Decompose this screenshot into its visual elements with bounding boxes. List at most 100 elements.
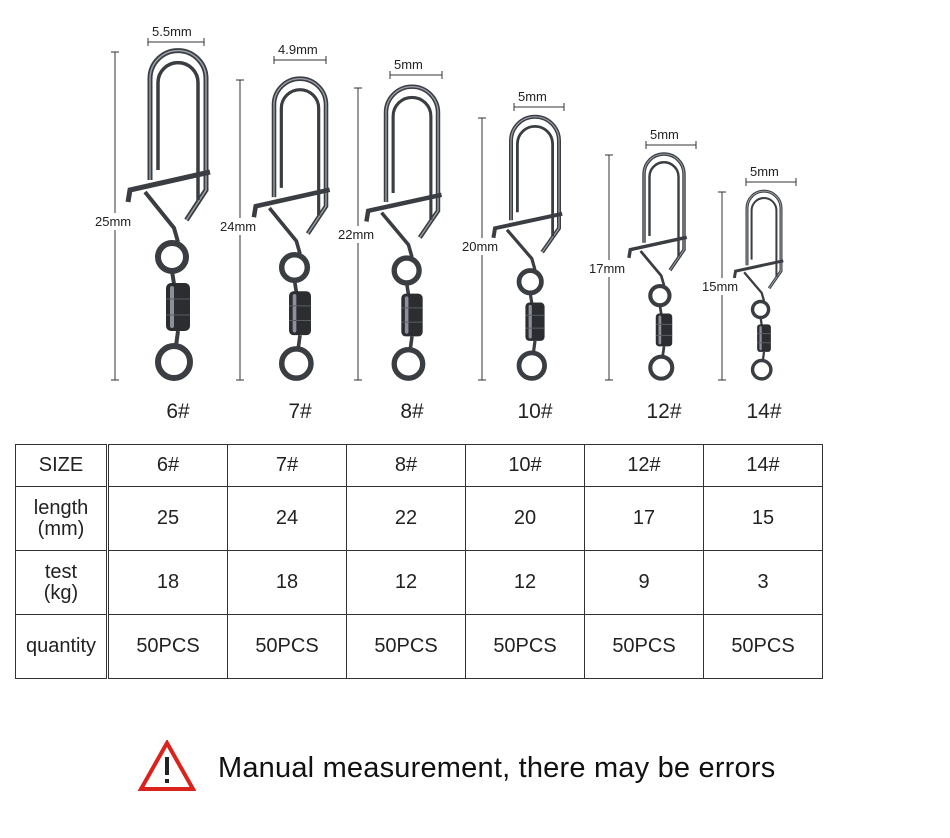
snap-clasp <box>491 211 563 239</box>
swivel-barrel <box>757 324 771 352</box>
width-dimension-label: 5mm <box>394 57 423 72</box>
cell-size: 12# <box>584 444 704 487</box>
lower-ring <box>648 354 675 381</box>
upper-ring <box>750 299 771 320</box>
snap-inner-wire <box>515 124 555 237</box>
snap-stem <box>743 271 766 302</box>
table-row-test: test (kg) 18 18 12 12 9 3 <box>15 550 823 615</box>
cell-length: 24 <box>227 486 347 551</box>
table-row-length: length (mm) 25 24 22 20 17 15 <box>15 486 823 551</box>
size-label: 12# <box>646 400 682 423</box>
snap-wire-highlight <box>273 78 327 235</box>
swivel-barrel-highlight <box>404 296 409 334</box>
snap-clasp <box>627 235 688 259</box>
size-label: 14# <box>746 400 782 423</box>
spec-table: SIZE 6# 7# 8# 10# 12# 14# length (mm) 25… <box>15 444 823 679</box>
width-dimension-label: 5mm <box>650 127 679 142</box>
warning-notice: Manual measurement, there may be errors <box>137 738 776 798</box>
warning-triangle-icon <box>137 738 197 797</box>
length-dimension-label: 25mm <box>95 213 132 230</box>
swivel-drawing <box>354 71 443 381</box>
snap-stem <box>505 228 537 271</box>
row-header-test-line1: test <box>44 560 78 583</box>
swivel-drawing <box>718 178 797 381</box>
swivel-barrel-highlight <box>759 326 762 351</box>
row-header-test: test (kg) <box>15 550 108 615</box>
snap-inner-wire <box>156 60 200 200</box>
cell-test: 9 <box>584 550 704 615</box>
row-header-quantity: quantity <box>15 614 108 679</box>
table-row-quantity: quantity 50PCS 50PCS 50PCS 50PCS 50PCS 5… <box>15 614 823 679</box>
cell-quantity: 50PCS <box>346 614 466 679</box>
snap-clasp <box>125 169 211 203</box>
cell-size: 7# <box>227 444 347 487</box>
snap-clasp <box>732 259 784 279</box>
cell-length: 22 <box>346 486 466 551</box>
size-label: 10# <box>517 400 553 423</box>
cell-size: 6# <box>106 444 228 487</box>
row-header-length-line1: length <box>33 496 89 519</box>
snap-stem <box>143 190 180 243</box>
cell-size: 10# <box>465 444 585 487</box>
cell-quantity: 50PCS <box>584 614 704 679</box>
lower-ring <box>516 350 547 381</box>
size-label: 6# <box>166 400 190 423</box>
length-dimension-label: 20mm <box>462 238 499 255</box>
width-dimension-label: 5.5mm <box>152 24 192 39</box>
snap-clasp <box>251 187 331 218</box>
lower-ring <box>278 346 314 381</box>
size-label: 8# <box>400 400 424 423</box>
swivel-barrel-highlight <box>528 304 532 339</box>
cell-quantity: 50PCS <box>703 614 823 679</box>
upper-ring <box>648 283 672 308</box>
swivel-drawing <box>111 38 211 381</box>
cell-test: 3 <box>703 550 823 615</box>
cell-size: 14# <box>703 444 823 487</box>
snap-wire-highlight <box>510 116 560 253</box>
snap-wire-highlight <box>746 190 782 289</box>
cell-test: 18 <box>106 550 228 615</box>
snap-stem <box>639 250 666 286</box>
length-dimension-label: 15mm <box>702 278 739 295</box>
snap-inner-wire <box>279 88 321 216</box>
lower-ring <box>155 343 193 381</box>
width-dimension-label: 5mm <box>518 89 547 104</box>
width-dimension-label: 5mm <box>750 164 779 179</box>
snap-wire-highlight <box>643 153 685 271</box>
cell-length: 25 <box>106 486 228 551</box>
cell-test: 12 <box>346 550 466 615</box>
swivel-drawing <box>605 141 697 381</box>
length-dimension-label: 24mm <box>220 218 257 235</box>
width-dimension-label: 4.9mm <box>278 42 318 57</box>
cell-quantity: 50PCS <box>465 614 585 679</box>
cell-length: 20 <box>465 486 585 551</box>
row-header-size: SIZE <box>15 444 108 487</box>
warning-text: Manual measurement, there may be errors <box>218 751 776 784</box>
snap-inner-wire <box>391 95 433 220</box>
size-label: 7# <box>288 400 312 423</box>
length-dimension-label: 22mm <box>338 226 375 243</box>
table-row-size: SIZE 6# 7# 8# 10# 12# 14# <box>15 444 823 487</box>
lower-ring <box>750 358 773 381</box>
cell-quantity: 50PCS <box>227 614 347 679</box>
lower-ring <box>391 347 426 381</box>
length-dimension-label: 17mm <box>589 260 626 277</box>
swivel-drawing <box>236 56 331 381</box>
row-header-length-line2: (mm) <box>37 517 85 540</box>
cell-quantity: 50PCS <box>106 614 228 679</box>
cell-length: 15 <box>703 486 823 551</box>
cell-length: 17 <box>584 486 704 551</box>
snap-wire-highlight <box>385 86 439 238</box>
cell-test: 18 <box>227 550 347 615</box>
snap-wire-highlight <box>149 49 207 221</box>
swivel-barrel-highlight <box>170 286 174 328</box>
snap-inner-wire <box>648 161 680 257</box>
snap-stem <box>380 211 414 258</box>
snap-stem <box>268 206 302 255</box>
swivel-barrel-highlight <box>292 294 297 333</box>
snap-clasp <box>364 192 443 222</box>
swivel-barrel-highlight <box>658 315 662 345</box>
row-header-test-line2: (kg) <box>43 581 79 604</box>
row-header-length: length (mm) <box>15 486 108 551</box>
snap-inner-wire <box>750 197 778 277</box>
